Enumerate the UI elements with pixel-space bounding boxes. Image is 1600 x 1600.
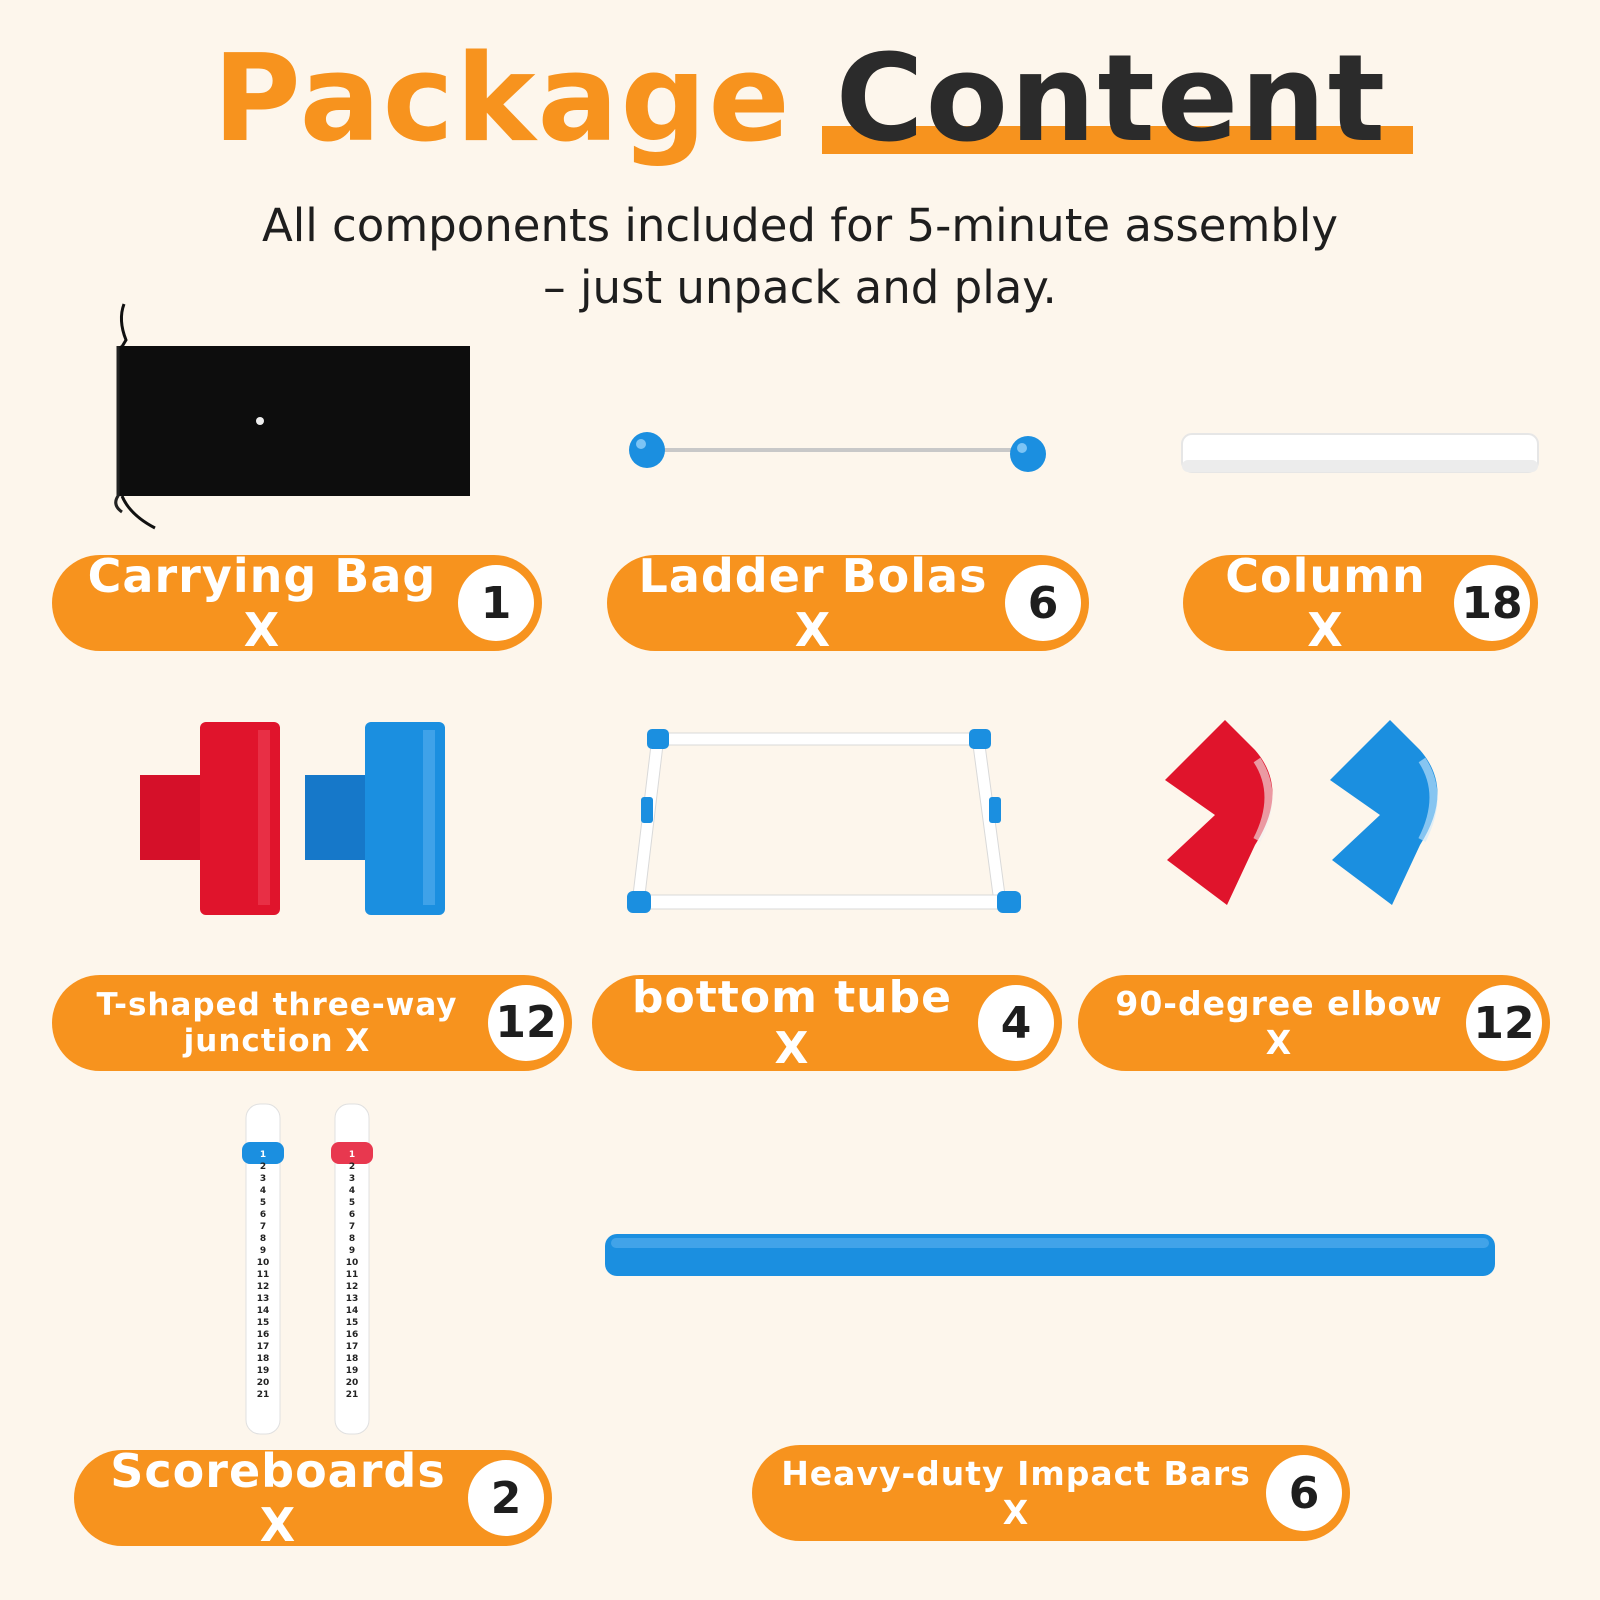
- scoreboard-number: 11: [257, 1270, 270, 1280]
- item-count-badge: 1: [458, 565, 534, 641]
- scoreboard-number: 1: [260, 1150, 266, 1160]
- item-carrying-bag: Carrying Bag X 1: [52, 549, 542, 657]
- title-word-package: Package: [212, 30, 792, 169]
- ladder-bolas-icon: [629, 432, 1046, 472]
- scoreboard-number: 12: [257, 1282, 270, 1292]
- subtitle-line-2: – just unpack and play.: [543, 261, 1057, 314]
- scoreboard-number: 8: [349, 1234, 355, 1244]
- scoreboard-number: 3: [349, 1174, 355, 1184]
- item-count-badge: 12: [488, 985, 564, 1061]
- scoreboard-number: 2: [349, 1162, 355, 1172]
- item-label: Column X: [1225, 549, 1426, 657]
- scoreboard-number: 14: [346, 1306, 359, 1316]
- scoreboard-number: 15: [257, 1318, 270, 1328]
- scoreboard-number: 2: [260, 1162, 266, 1172]
- scoreboard-number: 8: [260, 1234, 266, 1244]
- scoreboard-number: 21: [346, 1390, 359, 1400]
- item-label: bottom tube X: [632, 972, 952, 1074]
- scoreboard-number: 3: [260, 1174, 266, 1184]
- scoreboard-number: 13: [346, 1294, 359, 1304]
- item-t-junction: T-shaped three-way junction X 12: [52, 975, 572, 1071]
- item-count-badge: 2: [468, 1460, 544, 1536]
- item-scoreboards: Scoreboards X 2: [74, 1444, 552, 1552]
- scoreboard-number: 20: [257, 1378, 270, 1388]
- item-ladder-bolas: Ladder Bolas X 6: [607, 549, 1089, 657]
- item-label: Scoreboards X: [110, 1444, 446, 1552]
- elbow-icon: [1165, 720, 1438, 905]
- scoreboard-number: 13: [257, 1294, 270, 1304]
- scoreboard-number: 14: [257, 1306, 270, 1316]
- item-label: 90-degree elbow X: [1115, 984, 1443, 1062]
- scoreboard-number: 16: [257, 1330, 270, 1340]
- scoreboard-number: 20: [346, 1378, 359, 1388]
- subtitle-line-1: All components included for 5-minute ass…: [261, 199, 1339, 252]
- scoreboard-number: 21: [257, 1390, 270, 1400]
- scoreboard-number: 4: [260, 1186, 266, 1196]
- scoreboard-number: 15: [346, 1318, 359, 1328]
- page-subtitle: All components included for 5-minute ass…: [0, 195, 1600, 319]
- item-label: T-shaped three-way junction X: [96, 987, 458, 1059]
- item-label: Ladder Bolas X: [638, 549, 988, 657]
- scoreboard-number: 1: [349, 1150, 355, 1160]
- scoreboard-number: 10: [346, 1258, 359, 1268]
- scoreboard-number: 5: [260, 1198, 266, 1208]
- scoreboard-number: 11: [346, 1270, 359, 1280]
- item-label: Heavy-duty Impact Bars X: [781, 1454, 1251, 1532]
- scoreboard-number: 17: [257, 1342, 270, 1352]
- scoreboard-number: 6: [260, 1210, 266, 1220]
- item-count-badge: 4: [978, 985, 1054, 1061]
- item-count-badge: 18: [1454, 565, 1530, 641]
- item-count-badge: 6: [1266, 1455, 1342, 1531]
- column-icon: [1181, 433, 1539, 473]
- scoreboard-number: 4: [349, 1186, 355, 1196]
- item-count-badge: 12: [1466, 985, 1542, 1061]
- scoreboard-number: 9: [349, 1246, 355, 1256]
- item-bottom-tube: bottom tube X 4: [592, 972, 1062, 1074]
- scoreboard-number: 18: [257, 1354, 270, 1364]
- item-count-badge: 6: [1005, 565, 1081, 641]
- scoreboard-number: 16: [346, 1330, 359, 1340]
- item-column: Column X 18: [1183, 549, 1538, 657]
- scoreboard-number: 7: [260, 1222, 266, 1232]
- page-title: Package Content: [0, 40, 1600, 160]
- scoreboard-number: 5: [349, 1198, 355, 1208]
- item-elbow: 90-degree elbow X 12: [1078, 975, 1550, 1071]
- scoreboard-number: 17: [346, 1342, 359, 1352]
- scoreboard-number: 9: [260, 1246, 266, 1256]
- title-word-content: Content: [821, 30, 1414, 169]
- t-junction-icon: [140, 722, 445, 915]
- scoreboard-number: 19: [257, 1366, 270, 1376]
- scoreboard-number: 7: [349, 1222, 355, 1232]
- item-impact-bars: Heavy-duty Impact Bars X 6: [752, 1445, 1350, 1541]
- scoreboard-number: 18: [346, 1354, 359, 1364]
- item-label: Carrying Bag X: [87, 549, 437, 657]
- carrying-bag-icon: [114, 303, 470, 530]
- scoreboard-number: 12: [346, 1282, 359, 1292]
- bottom-tube-frame-icon: [627, 729, 1021, 913]
- impact-bar-icon: [605, 1234, 1495, 1276]
- scoreboard-number: 10: [257, 1258, 270, 1268]
- scoreboard-number: 6: [349, 1210, 355, 1220]
- scoreboard-number: 19: [346, 1366, 359, 1376]
